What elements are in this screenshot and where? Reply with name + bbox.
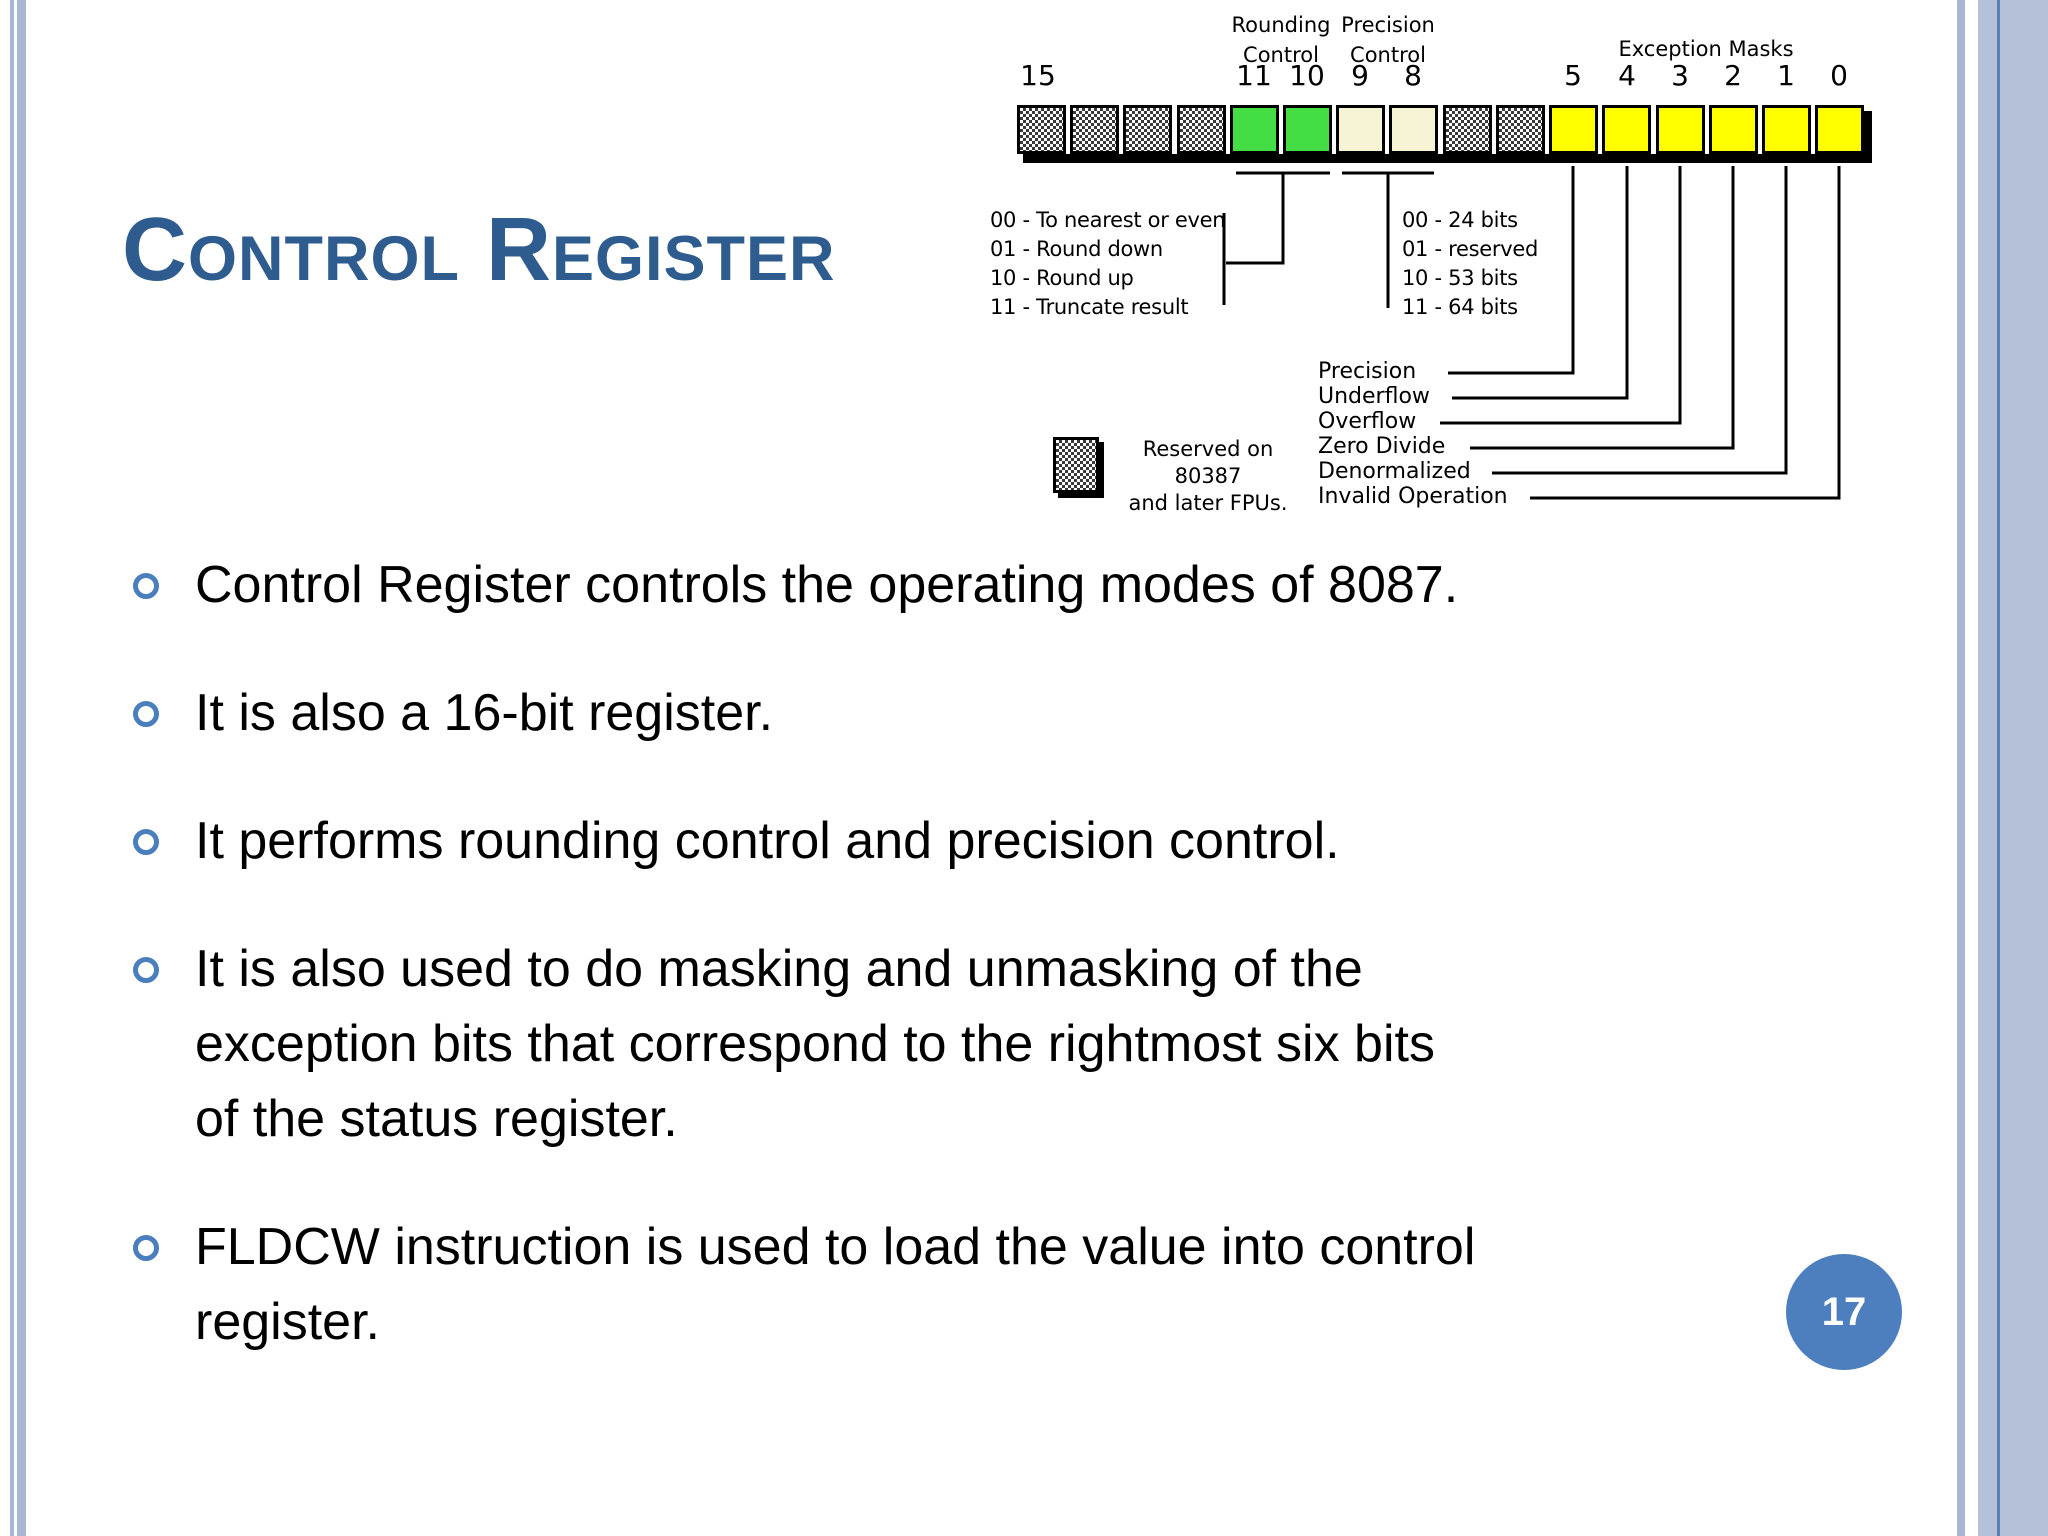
bit-cell-4 (1602, 105, 1651, 154)
exception-label-denormalized: Denormalized (1318, 459, 1471, 484)
bit-number-8: 8 (1404, 59, 1422, 92)
bit-cell-13 (1123, 105, 1172, 154)
bullet-icon (133, 1235, 159, 1261)
bullet-icon (133, 573, 159, 599)
exception-label-overflow: Overflow (1318, 409, 1417, 434)
list-item: FLDCW instruction is used to load the va… (133, 1210, 1833, 1360)
exception-label-precision: Precision (1318, 359, 1417, 384)
list-item: It performs rounding control and precisi… (133, 804, 1833, 879)
bit-number-0: 0 (1830, 59, 1848, 92)
rounding-control-header: Rounding Control (1231, 13, 1331, 67)
list-item: Control Register controls the operating … (133, 548, 1833, 623)
bullet-text: It is also a 16-bit register. (195, 684, 774, 742)
right-stripe-accent-line (1997, 0, 2000, 1536)
bit-number-1: 1 (1777, 59, 1795, 92)
right-stripe-thin (1957, 0, 1965, 1536)
bit-cell-0 (1815, 105, 1864, 154)
bit-cell-7 (1443, 105, 1492, 154)
register-shadow-right (1864, 111, 1872, 163)
bit-number-9: 9 (1351, 59, 1369, 92)
bullet-icon (133, 701, 159, 727)
bit-cell-10 (1283, 105, 1332, 154)
page-title: Control Register (122, 200, 836, 300)
rounding-modes-list: 00 - To nearest or even 01 - Round down … (990, 208, 1226, 319)
left-stripe-wide (17, 0, 26, 1536)
bit-cell-5 (1549, 105, 1598, 154)
bullet-list: Control Register controls the operating … (133, 548, 1833, 1413)
bit-number-3: 3 (1671, 59, 1689, 92)
bit-cell-11 (1230, 105, 1279, 154)
bullet-text: Control Register controls the operating … (195, 556, 1459, 614)
reserved-legend-swatch (1053, 437, 1099, 493)
bit-cell-12 (1177, 105, 1226, 154)
bit-cell-3 (1656, 105, 1705, 154)
bullet-text: It performs rounding control and precisi… (195, 812, 1340, 870)
bit-number-11: 11 (1236, 59, 1272, 92)
precision-control-header: Precision Control (1341, 13, 1435, 67)
bit-cell-2 (1709, 105, 1758, 154)
bullet-icon (133, 957, 159, 983)
bit-number-10: 10 (1289, 59, 1325, 92)
bit-cell-8 (1389, 105, 1438, 154)
exception-label-underflow: Underflow (1318, 384, 1430, 409)
register-shadow-bottom (1023, 154, 1871, 163)
right-stripe-band (1978, 0, 2048, 1536)
list-item: It is also a 16-bit register. (133, 676, 1833, 751)
bit-cell-1 (1762, 105, 1811, 154)
reserved-legend-text: Reserved on 80387 and later FPUs. (1128, 437, 1288, 515)
bit-cell-15 (1017, 105, 1066, 154)
exception-label-invalid-operation: Invalid Operation (1318, 484, 1508, 509)
bit-number-5: 5 (1564, 59, 1582, 92)
bullet-text: It is also used to do masking and unmask… (195, 940, 1435, 1148)
bullet-text: FLDCW instruction is used to load the va… (195, 1218, 1476, 1351)
bit-number-4: 4 (1618, 59, 1636, 92)
bit-cell-9 (1336, 105, 1385, 154)
precision-modes-list: 00 - 24 bits 01 - reserved 10 - 53 bits … (1402, 208, 1539, 319)
bit-number-15: 15 (1020, 59, 1056, 92)
bit-cell-14 (1070, 105, 1119, 154)
exception-label-zero-divide: Zero Divide (1318, 434, 1446, 459)
bit-number-2: 2 (1724, 59, 1742, 92)
page-number-badge: 17 (1786, 1254, 1902, 1370)
bit-cell-6 (1496, 105, 1545, 154)
list-item: It is also used to do masking and unmask… (133, 932, 1833, 1157)
bullet-icon (133, 829, 159, 855)
exception-masks-header: Exception Masks (1618, 37, 1794, 61)
left-stripe-thin (10, 0, 14, 1536)
